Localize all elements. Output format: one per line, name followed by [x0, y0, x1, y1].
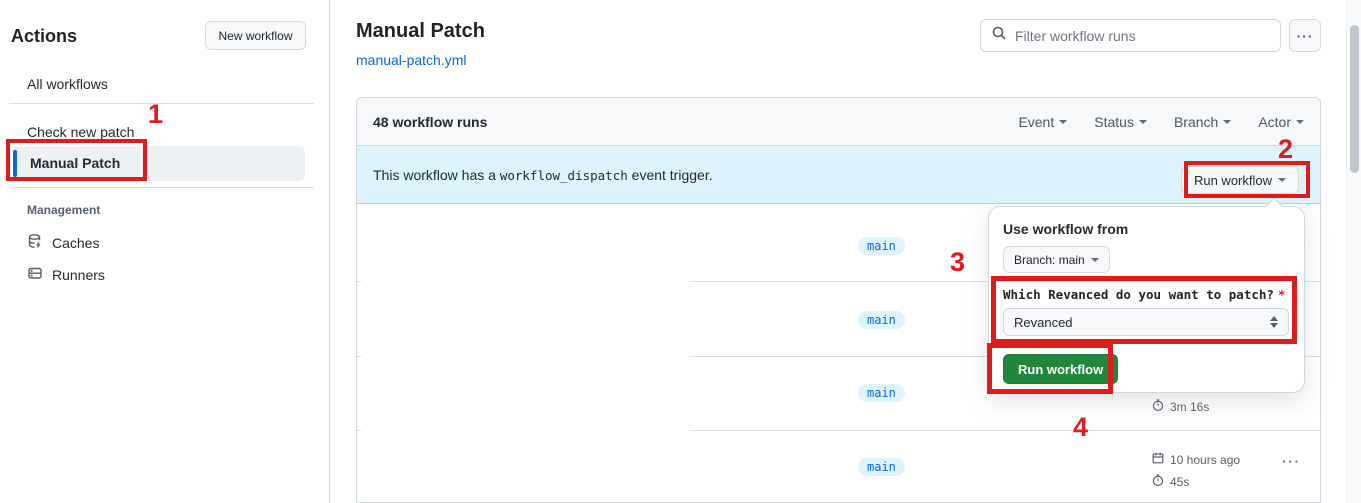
search-icon: [991, 25, 1007, 46]
scrollbar-track[interactable]: [1346, 0, 1361, 503]
run-kebab-menu-button[interactable]: ···: [1282, 454, 1301, 469]
branch-badge[interactable]: main: [858, 237, 905, 255]
run-duration: 45s: [1151, 473, 1189, 490]
chevron-down-icon: [1138, 120, 1147, 124]
sidebar-item-all-workflows[interactable]: All workflows: [27, 76, 108, 92]
chevron-down-icon: [1090, 257, 1099, 262]
filter-workflow-runs-box: [980, 19, 1281, 52]
redacted-run-titles-area: [361, 204, 689, 502]
branch-selector-button[interactable]: Branch: main: [1003, 246, 1110, 273]
required-asterisk: *: [1277, 287, 1286, 302]
filter-status-dropdown[interactable]: Status: [1094, 114, 1147, 130]
workflow-input-label: Which Revanced do you want to patch?*: [1003, 287, 1286, 302]
select-updown-icon: [1270, 316, 1278, 328]
calendar-icon: [1151, 451, 1165, 468]
use-workflow-from-label: Use workflow from: [1003, 221, 1129, 237]
sidebar-item-caches[interactable]: Caches: [27, 233, 99, 252]
selected-accent-bar: [13, 150, 17, 177]
revanced-select[interactable]: Revanced: [1003, 308, 1289, 336]
filter-workflow-runs-input[interactable]: [1015, 27, 1270, 44]
filter-actor-dropdown[interactable]: Actor: [1258, 114, 1304, 130]
run-workflow-popup: Use workflow from Branch: main Which Rev…: [988, 197, 1305, 393]
chevron-down-icon: [1296, 120, 1304, 124]
workflow-file-link[interactable]: manual-patch.yml: [356, 52, 467, 68]
sidebar-item-label: Manual Patch: [30, 155, 121, 171]
banner-text: This workflow has a workflow_dispatch ev…: [373, 167, 713, 183]
run-workflow-dropdown-button[interactable]: Run workflow: [1180, 166, 1299, 194]
sidebar-divider: [9, 103, 314, 104]
workflow-run-row[interactable]: [357, 282, 1320, 357]
chevron-down-icon: [1223, 120, 1232, 124]
branch-badge[interactable]: main: [858, 384, 905, 402]
management-heading: Management: [27, 203, 101, 217]
run-time: 10 hours ago: [1151, 451, 1240, 468]
new-workflow-button[interactable]: New workflow: [205, 21, 306, 50]
branch-badge[interactable]: main: [858, 311, 905, 329]
chevron-down-icon: [1278, 178, 1286, 182]
stopwatch-icon: [1151, 398, 1165, 415]
sidebar-title: Actions: [11, 26, 78, 46]
sidebar-item-label: Caches: [52, 234, 100, 251]
workflow-run-row[interactable]: [357, 204, 1320, 282]
sidebar-item-runners[interactable]: Runners: [27, 265, 105, 284]
run-workflow-submit-button[interactable]: Run workflow: [1003, 354, 1119, 384]
sidebar-item-check-new-patch[interactable]: Check new patch: [27, 124, 135, 140]
branch-badge[interactable]: main: [858, 458, 905, 476]
stopwatch-icon: [1151, 473, 1165, 490]
runs-filters: Event Status Branch Actor: [1018, 114, 1304, 130]
filter-event-dropdown[interactable]: Event: [1018, 114, 1068, 130]
workflow-runs-count: 48 workflow runs: [373, 114, 488, 130]
page-title: Manual Patch: [356, 20, 485, 42]
filter-branch-dropdown[interactable]: Branch: [1174, 114, 1232, 130]
runs-table-header: 48 workflow runs Event Status Branch Act…: [357, 98, 1320, 146]
workflow-dispatch-banner: This workflow has a workflow_dispatch ev…: [357, 146, 1320, 204]
workflow-run-row[interactable]: [357, 357, 1320, 431]
sidebar-divider: [9, 187, 314, 188]
page-kebab-menu-button[interactable]: ···: [1289, 19, 1321, 52]
cache-database-icon: [27, 233, 43, 252]
scrollbar-thumb[interactable]: [1350, 25, 1359, 173]
workflow-dispatch-code: workflow_dispatch: [499, 168, 628, 183]
actions-sidebar: Actions New workflow All workflows Check…: [0, 0, 330, 503]
run-duration: 3m 16s: [1151, 398, 1209, 415]
chevron-down-icon: [1059, 120, 1068, 124]
workflow-runs-list: main main main main 3m 16s 10 hours ago: [357, 204, 1320, 502]
sidebar-item-label: Runners: [52, 266, 105, 283]
runners-server-icon: [27, 265, 43, 284]
sidebar-item-manual-patch[interactable]: Manual Patch: [13, 146, 305, 181]
